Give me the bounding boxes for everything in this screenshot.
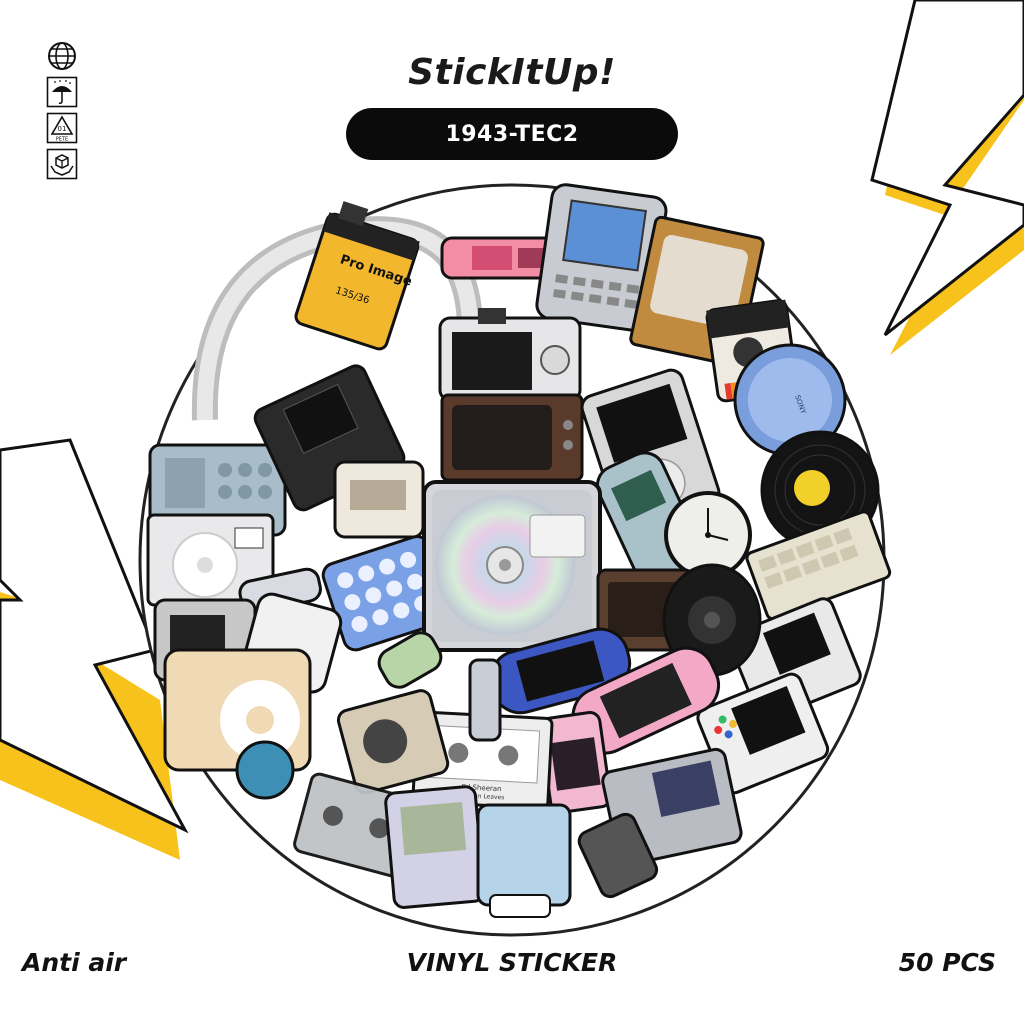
clear-gameboy-sticker — [384, 785, 486, 909]
product-code-pill: 1943-TEC2 — [346, 108, 678, 160]
qwerty-phone-sticker — [577, 812, 659, 899]
small-tv-sticker — [440, 393, 584, 482]
blue-fan-sticker — [235, 740, 295, 800]
green-flip-phone-sticker — [377, 631, 443, 689]
vintage-camera-sticker — [336, 689, 450, 795]
cassette-album: Autumn Leaves — [458, 792, 505, 801]
keyboard-sticker — [745, 510, 892, 621]
silver-flip-phone-sticker — [468, 658, 502, 742]
walkman-sticker — [476, 803, 572, 918]
toaster-sticker — [333, 460, 425, 539]
handheld-pager-sticker — [535, 183, 668, 333]
globe-icon — [48, 42, 76, 70]
pete-text: PETE — [56, 137, 68, 143]
discman-sticker: SONY — [733, 343, 847, 457]
ipod-shuffle-sticker — [163, 648, 312, 772]
pete-01-recycle-icon: 01 PETE — [46, 112, 78, 144]
pete-number: 01 — [58, 125, 67, 133]
brand-logo: StickItUp! — [408, 52, 616, 93]
footer-piece-count: 50 PCS — [898, 948, 996, 977]
footer-anti-air: Anti air — [22, 948, 127, 977]
handheld-console-sticker — [696, 672, 830, 795]
calculator-sticker — [148, 443, 287, 537]
product-code: 1943-TEC2 — [445, 121, 579, 147]
black-ds-sticker — [253, 364, 406, 512]
minidisc-cd-sticker — [422, 480, 602, 652]
fragile-box-hands-icon — [46, 148, 78, 180]
care-icons-column: 01 PETE — [46, 40, 80, 184]
cd-player-sticker — [146, 513, 275, 607]
cassette-artist: Ed Sheeran — [461, 783, 502, 793]
pink-phone-sticker — [538, 711, 612, 814]
umbrella-rain-icon — [46, 76, 78, 108]
footer-vinyl-sticker: VINYL STICKER — [406, 948, 618, 977]
film-canister-sticker: Pro Image 135/36 — [294, 201, 420, 351]
digital-camera-sticker — [438, 308, 582, 402]
